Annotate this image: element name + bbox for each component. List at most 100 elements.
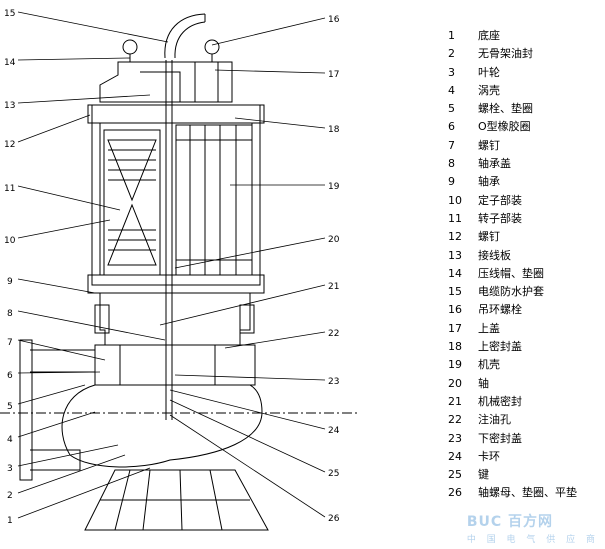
- legend-number: 19: [448, 358, 462, 372]
- callout-8: 8: [7, 309, 13, 319]
- callout-5: 5: [7, 402, 13, 412]
- legend-number: 7: [448, 138, 455, 152]
- legend-part-name: O型橡胶圈: [478, 120, 531, 134]
- legend-row: 2 无骨架油封: [448, 45, 603, 63]
- callout-11: 11: [4, 184, 15, 194]
- callout-4: 4: [7, 435, 13, 445]
- legend-number: 20: [448, 376, 462, 390]
- housing-right-section: [175, 124, 253, 276]
- callout-22: 22: [328, 329, 339, 339]
- legend-row: 1 底座: [448, 27, 603, 45]
- legend-number: 1: [448, 29, 455, 42]
- legend-part-name: 吊环螺栓: [478, 303, 522, 317]
- legend-number: 17: [448, 321, 462, 335]
- legend-row: 21 机械密封: [448, 393, 603, 411]
- stator-rotor: [103, 129, 161, 276]
- legend-number: 10: [448, 193, 462, 207]
- legend-part-name: 卡环: [478, 449, 500, 463]
- legend-part-name: 螺钉: [478, 230, 500, 244]
- legend-part-name: 螺钉: [478, 138, 500, 152]
- callout-25: 25: [328, 469, 339, 479]
- legend-number: 11: [448, 211, 462, 225]
- legend-row: 20 轴: [448, 375, 603, 393]
- legend-number: 4: [448, 83, 455, 97]
- legend-part-name: 压线帽、垫圈: [478, 266, 544, 280]
- callout-13: 13: [4, 101, 15, 111]
- legend-number: 9: [448, 175, 455, 189]
- legend-row: 3 叶轮: [448, 64, 603, 82]
- callout-23: 23: [328, 377, 339, 387]
- callout-24: 24: [328, 426, 340, 436]
- callout-3: 3: [7, 464, 13, 474]
- legend-number: 14: [448, 266, 462, 280]
- volute-casing: [0, 339, 360, 481]
- legend-row: 12 螺钉: [448, 228, 603, 246]
- legend-number: 6: [448, 120, 455, 134]
- legend-number: 23: [448, 431, 462, 445]
- legend-number: 3: [448, 65, 455, 79]
- legend-part-name: 涡壳: [478, 83, 500, 97]
- callout-1: 1: [7, 516, 13, 526]
- legend-number: 5: [448, 102, 455, 116]
- legend-part-name: 轴承盖: [478, 157, 511, 171]
- legend-row: 26 轴螺母、垫圈、平垫: [448, 484, 603, 502]
- legend-part-name: 轴: [478, 376, 489, 390]
- callout-6: 6: [7, 371, 13, 381]
- legend-number: 21: [448, 394, 462, 408]
- legend-number: 2: [448, 47, 455, 61]
- callout-10: 10: [4, 236, 16, 246]
- legend-row: 14 压线帽、垫圈: [448, 265, 603, 283]
- legend-part-name: 叶轮: [478, 65, 500, 79]
- legend-part-name: 机械密封: [478, 394, 522, 408]
- legend-part-name: 转子部装: [478, 211, 522, 225]
- callout-18: 18: [328, 125, 340, 135]
- legend-part-name: 电缆防水护套: [478, 285, 544, 299]
- legend-row: 22 注油孔: [448, 411, 603, 429]
- callout-14: 14: [4, 58, 16, 68]
- legend-number: 18: [448, 340, 462, 354]
- callout-17: 17: [328, 70, 339, 80]
- legend-number: 15: [448, 285, 462, 299]
- callout-20: 20: [328, 235, 340, 245]
- callout-9: 9: [7, 277, 13, 287]
- legend-part-name: 键: [478, 468, 489, 482]
- legend-row: 8 轴承盖: [448, 155, 603, 173]
- callout-labels: 1 2 3 4 5 6 7 8 9 10 11 12 13 14 15 16 1…: [4, 9, 340, 526]
- legend-row: 25 键: [448, 466, 603, 484]
- legend-row: 4 涡壳: [448, 82, 603, 100]
- shaft: [165, 60, 173, 420]
- legend-row: 7 螺钉: [448, 137, 603, 155]
- lifting-eye-bolts: [122, 39, 220, 62]
- legend-part-name: 下密封盖: [478, 431, 522, 445]
- legend-row: 23 下密封盖: [448, 430, 603, 448]
- callout-12: 12: [4, 140, 15, 150]
- callout-15: 15: [4, 9, 15, 19]
- legend-number: 22: [448, 413, 462, 427]
- base: [84, 469, 269, 531]
- legend-number: 8: [448, 157, 455, 171]
- legend-part-name: 螺栓、垫圈: [478, 102, 533, 116]
- callout-19: 19: [328, 182, 340, 192]
- legend-part-name: 底座: [478, 29, 500, 42]
- callout-21: 21: [328, 282, 339, 292]
- legend-part-name: 机壳: [478, 358, 500, 372]
- legend-part-name: 注油孔: [478, 413, 511, 427]
- legend-part-name: 上密封盖: [478, 340, 522, 354]
- callout-7: 7: [7, 338, 13, 348]
- seal-chamber: [94, 292, 256, 386]
- legend-part-name: 无骨架油封: [478, 47, 533, 61]
- legend-row: 18 上密封盖: [448, 338, 603, 356]
- callout-16: 16: [328, 15, 340, 25]
- legend-number: 25: [448, 468, 462, 482]
- callout-2: 2: [7, 491, 13, 501]
- legend-number: 12: [448, 230, 462, 244]
- top-cover: [99, 61, 233, 103]
- legend-part-name: 轴螺母、垫圈、平垫: [478, 486, 577, 500]
- legend-number: 26: [448, 486, 462, 500]
- legend-number: 13: [448, 248, 462, 262]
